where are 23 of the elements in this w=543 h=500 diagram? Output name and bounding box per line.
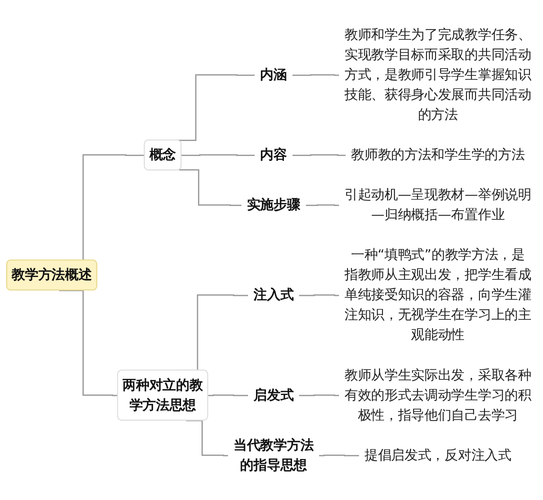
connector [292,74,340,76]
connector [59,290,118,396]
connector [306,204,340,206]
node-text: 实施步骤 [246,196,300,212]
node-text: 一种“填鸭式”的教学方法，是指教师从主观出发，把学生看成单纯接受知识的容器，向学生灌注知识，无视学生在学习上的主观能动性 [344,246,532,343]
node-text: 当代教学方法的指导思想 [234,436,314,473]
node-text: 教师教的方法和学生学的方法 [351,146,525,162]
connector [208,394,249,396]
connector [319,454,360,456]
node-text: 引起动机—呈现教材—举例说明—归纳概括—布置作业 [344,186,532,222]
node-text: 内涵 [260,66,287,82]
connector [299,394,340,396]
connector [181,154,256,156]
connector [186,420,229,456]
node-text: 内容 [260,146,287,162]
connector [179,169,242,206]
connector [292,154,347,156]
node-text: 启发式 [254,386,294,403]
connector [299,294,340,296]
node-text: 注入式 [254,286,294,303]
node-text: 教师从学生实际出发，采取各种有效的形式去调动学生学习的积极性，指导他们自己去学习 [344,366,532,423]
node-text: 教师和学生为了完成教学任务、实现教学目标而采取的共同活动方式，是教师引导学生掌握知识技能、获得身心发展而共同活动的方法 [344,26,532,122]
node-text: 提倡启发式，反对注入式 [364,446,512,463]
